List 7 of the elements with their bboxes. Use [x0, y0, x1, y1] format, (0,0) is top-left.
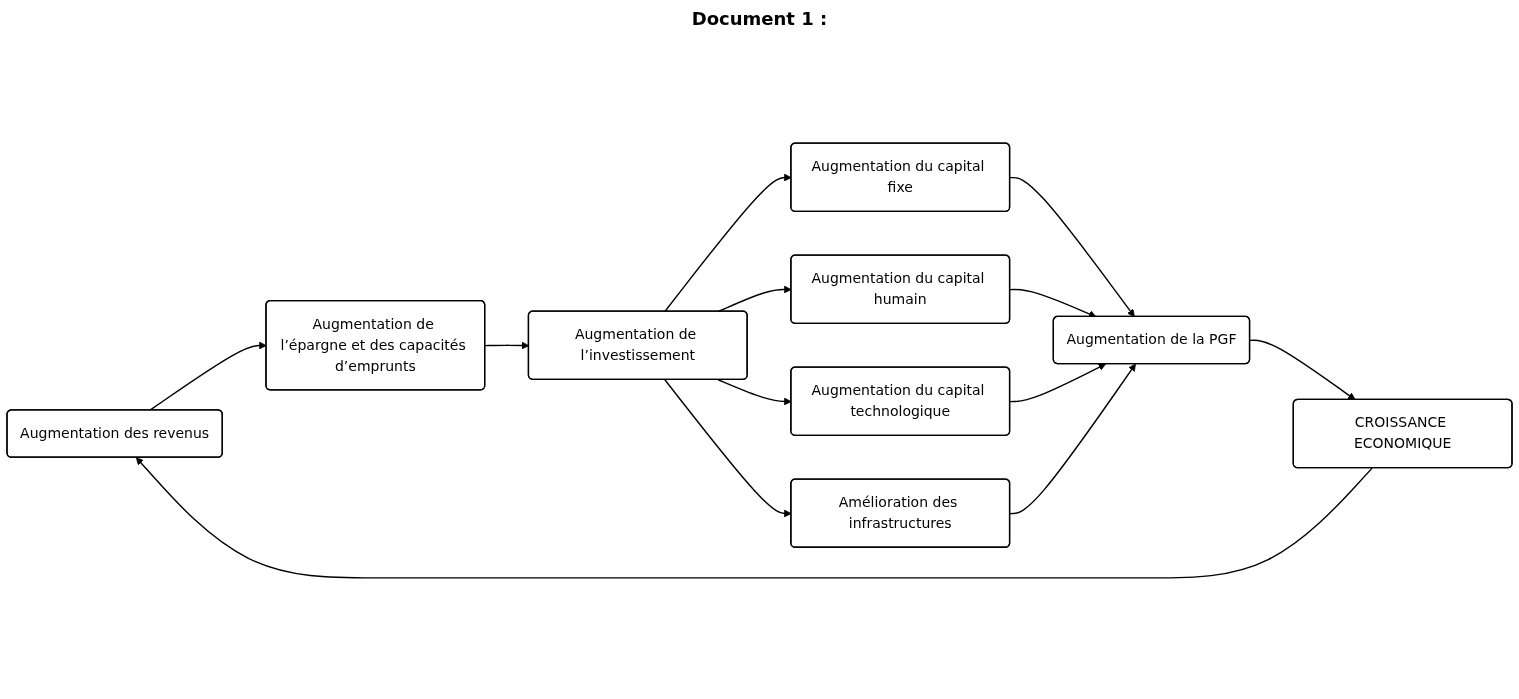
arrow: [1009, 288, 1097, 318]
arrow: [1009, 176, 1135, 318]
diagram-title: Document 1 :: [690, 8, 829, 29]
arrow: [1249, 339, 1356, 401]
arrow: [135, 457, 1373, 579]
arrow: [1009, 363, 1106, 403]
arrow: [1009, 363, 1136, 515]
